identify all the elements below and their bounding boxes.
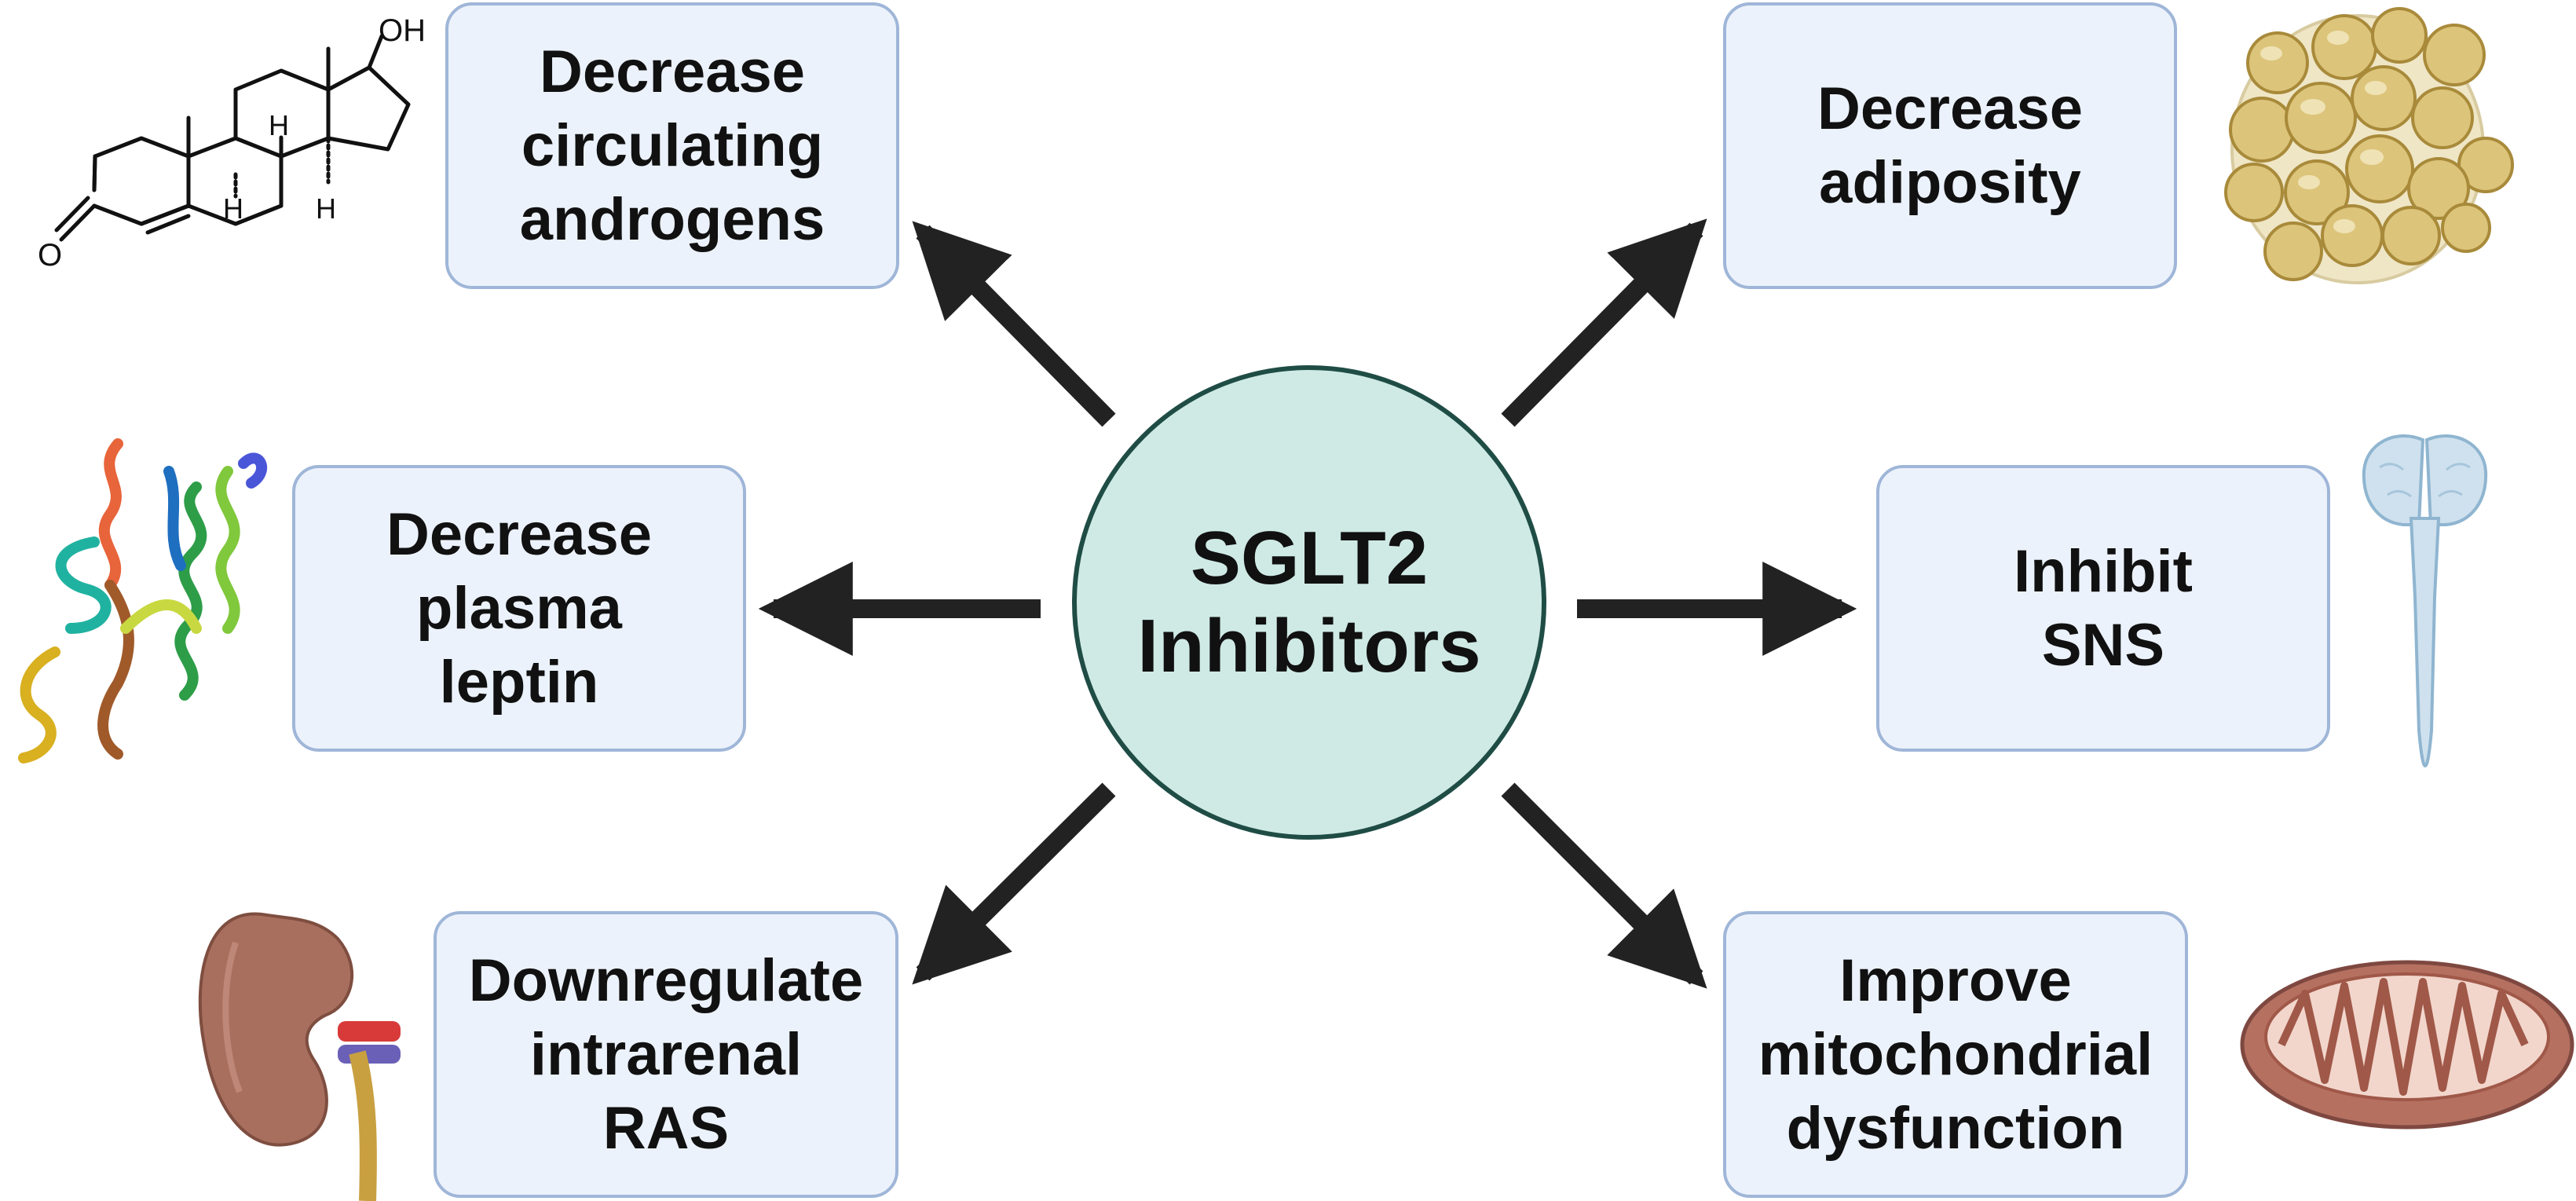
effect-label-adiposity: Decrease adiposity bbox=[1817, 75, 2084, 216]
arrow-to-androgens bbox=[912, 221, 1116, 427]
effect-box-sns: Inhibit SNS bbox=[1876, 465, 2330, 752]
molecule-h-label: H bbox=[316, 192, 336, 225]
arrow-to-ras bbox=[912, 782, 1116, 985]
effect-box-adiposity: Decrease adiposity bbox=[1723, 2, 2177, 289]
arrow-to-adiposity bbox=[1501, 218, 1707, 427]
effect-label-leptin: Decrease plasma leptin bbox=[386, 500, 653, 716]
effect-box-leptin: Decrease plasma leptin bbox=[292, 465, 746, 752]
effect-box-mito: Improve mitochondrial dysfunction bbox=[1723, 911, 2188, 1198]
center-node-sglt2-inhibitors: SGLT2 Inhibitors bbox=[1072, 365, 1546, 840]
effect-label-mito: Improve mitochondrial dysfunction bbox=[1758, 947, 2153, 1162]
effect-box-ras: Downregulate intrarenal RAS bbox=[434, 911, 898, 1198]
effect-label-ras: Downregulate intrarenal RAS bbox=[468, 947, 864, 1162]
center-label: SGLT2 Inhibitors bbox=[1137, 516, 1481, 688]
effect-box-androgens: Decrease circulating androgens bbox=[445, 2, 899, 289]
molecule-h-label: H bbox=[269, 109, 289, 141]
molecule-oh-label: OH bbox=[379, 13, 426, 48]
arrow-to-mito bbox=[1501, 782, 1707, 989]
molecule-h-label: H bbox=[223, 192, 243, 225]
effect-label-sns: Inhibit SNS bbox=[2014, 537, 2193, 679]
molecule-o-label: O bbox=[38, 238, 62, 273]
effect-label-androgens: Decrease circulating androgens bbox=[519, 38, 825, 253]
